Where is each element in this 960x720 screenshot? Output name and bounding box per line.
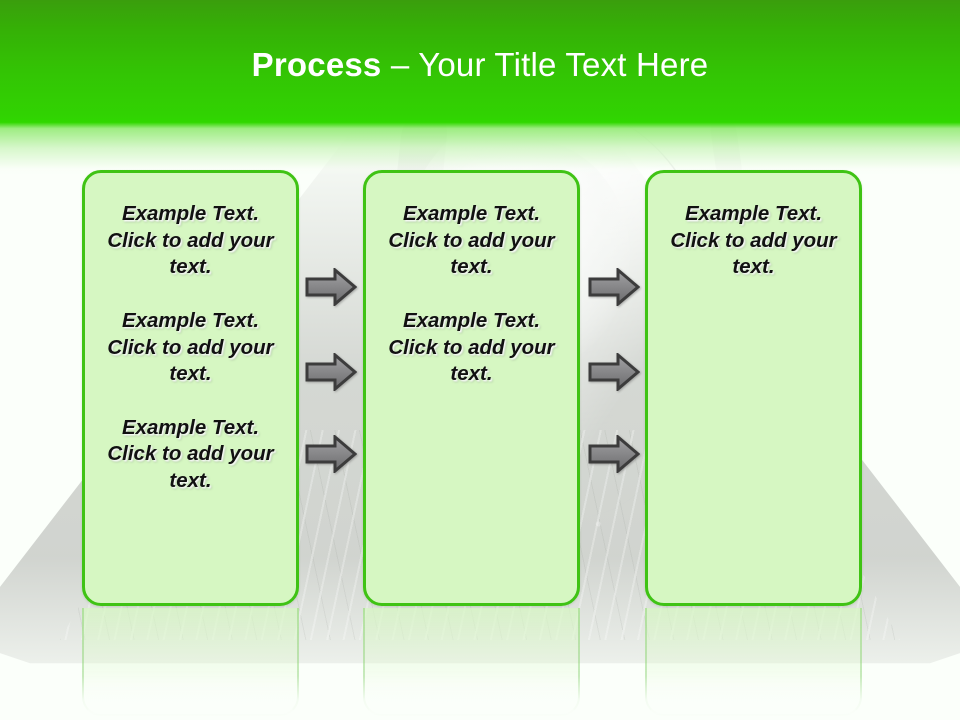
step-2-paragraph-2[interactable]: Example Text. Click to add your text.	[388, 308, 555, 386]
title-dash: –	[381, 46, 419, 83]
bottom-fade	[0, 676, 960, 720]
process-step-1[interactable]: Example Text. Click to add your text. Ex…	[82, 170, 299, 606]
arrow-right-icon-1b[interactable]	[305, 353, 357, 391]
arrow-right-icon-2b[interactable]	[588, 353, 640, 391]
process-step-3[interactable]: Example Text. Click to add your text.	[645, 170, 862, 606]
arrow-right-icon-2a[interactable]	[588, 268, 640, 306]
arrow-right-icon-1a[interactable]	[305, 268, 357, 306]
title-bold-part: Process	[251, 46, 382, 83]
arrow-right-icon-2c[interactable]	[588, 435, 640, 473]
arrow-right-icon-1c[interactable]	[305, 435, 357, 473]
step-3-paragraph-1[interactable]: Example Text. Click to add your text.	[670, 202, 837, 279]
step-1-paragraph-1[interactable]: Example Text. Click to add your text.	[107, 202, 274, 279]
header-band	[0, 0, 960, 176]
title-rest: Your Title Text Here	[418, 46, 709, 83]
step-1-paragraph-2[interactable]: Example Text. Click to add your text.	[107, 308, 274, 386]
step-2-paragraph-1[interactable]: Example Text. Click to add your text.	[388, 202, 555, 279]
step-1-paragraph-3[interactable]: Example Text. Click to add your text.	[107, 415, 274, 493]
process-step-2[interactable]: Example Text. Click to add your text. Ex…	[363, 170, 580, 606]
page-title: Process – Your Title Text Here	[0, 46, 960, 84]
